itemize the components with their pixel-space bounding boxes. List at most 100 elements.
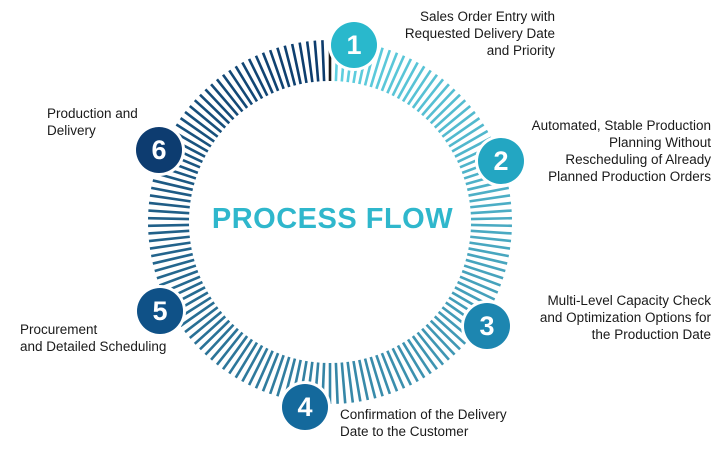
ring-tick bbox=[441, 110, 476, 138]
ring-tick bbox=[268, 49, 285, 90]
ring-tick bbox=[276, 47, 291, 88]
ring-tick bbox=[406, 69, 432, 106]
step-2-label: Automated, Stable Production Planning Wi… bbox=[532, 117, 711, 185]
ring-tick bbox=[193, 315, 227, 345]
ring-tick bbox=[375, 49, 392, 90]
ring-tick bbox=[468, 186, 510, 197]
step-2-badge: 2 bbox=[478, 138, 524, 184]
ring-tick bbox=[466, 252, 508, 265]
step-2-line-4: Planned Production Orders bbox=[548, 169, 711, 184]
ring-tick bbox=[149, 194, 191, 203]
diagram-title: PROCESS FLOW bbox=[211, 203, 454, 235]
ring-tick bbox=[416, 78, 445, 113]
ring-tick bbox=[171, 129, 209, 153]
ring-tick bbox=[184, 306, 219, 334]
ring-tick bbox=[221, 73, 249, 109]
ring-tick bbox=[261, 352, 280, 392]
ring-tick bbox=[429, 319, 461, 351]
ring-tick bbox=[148, 229, 190, 235]
ring-tick bbox=[380, 352, 399, 392]
ring-tick bbox=[433, 99, 467, 129]
step-2-line-2: Planning Without bbox=[608, 135, 711, 150]
ring-tick bbox=[470, 201, 512, 209]
step-1-badge: 1 bbox=[331, 22, 377, 68]
ring-tick bbox=[276, 356, 291, 397]
ring-tick bbox=[380, 52, 399, 92]
ring-tick bbox=[461, 269, 502, 287]
ring-tick bbox=[175, 123, 212, 148]
ring-tick bbox=[154, 258, 195, 273]
ring-tick bbox=[234, 65, 259, 103]
step-4-line-1: Confirmation of the Delivery bbox=[340, 407, 507, 422]
ring-tick bbox=[470, 235, 512, 243]
ring-tick bbox=[391, 347, 413, 386]
ring-tick bbox=[411, 335, 439, 371]
ring-tick bbox=[321, 40, 326, 82]
ring-tick bbox=[247, 347, 269, 386]
step-4-badge: 4 bbox=[282, 384, 328, 430]
ring-tick bbox=[254, 350, 274, 389]
ring-tick bbox=[470, 223, 512, 228]
ring-tick bbox=[469, 194, 511, 203]
ring-tick bbox=[451, 129, 489, 153]
ring-tick bbox=[234, 341, 259, 379]
ring-tick bbox=[454, 136, 492, 158]
ring-tick bbox=[184, 110, 219, 138]
ring-tick bbox=[386, 350, 406, 389]
step-6-badge: 6 bbox=[136, 127, 182, 173]
ring-tick bbox=[204, 88, 235, 121]
ring-tick bbox=[421, 83, 450, 117]
ring-tick bbox=[457, 280, 496, 301]
ring-tick bbox=[358, 359, 370, 401]
ring-tick bbox=[425, 88, 456, 121]
ring-tick bbox=[463, 264, 504, 280]
step-4-line-2: Date to the Customer bbox=[340, 424, 469, 439]
step-5-badge: 5 bbox=[137, 288, 183, 334]
step-1-line-1: Sales Order Entry with bbox=[419, 9, 555, 24]
ring-tick bbox=[401, 341, 426, 379]
ring-tick bbox=[150, 247, 192, 258]
ring-tick bbox=[468, 247, 510, 258]
ring-tick bbox=[268, 354, 285, 395]
ring-tick bbox=[215, 331, 244, 366]
ring-tick bbox=[215, 78, 244, 113]
ring-tick bbox=[204, 323, 235, 356]
ring-tick bbox=[433, 315, 467, 345]
ring-tick bbox=[148, 216, 190, 221]
step-1-line-2: Requested Delivery Date bbox=[404, 26, 555, 41]
ring-tick bbox=[369, 47, 384, 88]
ring-tick bbox=[386, 55, 406, 94]
ring-tick bbox=[148, 223, 190, 228]
ring-tick bbox=[254, 55, 274, 94]
step-2-line-1: Automated, Stable Production bbox=[531, 118, 711, 133]
ring-tick bbox=[340, 362, 347, 404]
ring-tick bbox=[313, 40, 320, 82]
ring-tick bbox=[199, 319, 231, 351]
ring-tick bbox=[156, 264, 197, 280]
ring-tick bbox=[421, 327, 450, 361]
step-3-line-2: and Optimization Options for bbox=[539, 310, 711, 325]
ring-tick bbox=[470, 209, 512, 215]
ring-tick bbox=[470, 229, 512, 235]
ring-tick bbox=[199, 93, 231, 125]
step-6-line-2: Delivery bbox=[47, 123, 96, 138]
ring-tick bbox=[241, 61, 264, 100]
ring-tick bbox=[401, 65, 426, 103]
ring-tick bbox=[210, 327, 239, 361]
ring-tick bbox=[188, 104, 223, 134]
step-3-line-1: Multi-Level Capacity Check bbox=[547, 293, 711, 308]
ring-tick bbox=[148, 235, 190, 243]
ring-tick bbox=[247, 58, 269, 97]
ring-tick bbox=[448, 123, 485, 148]
ring-tick bbox=[396, 344, 419, 383]
ring-tick bbox=[425, 323, 456, 356]
ring-tick bbox=[465, 258, 506, 273]
ring-tick bbox=[154, 171, 195, 186]
ring-tick bbox=[375, 354, 392, 395]
ring-tick bbox=[241, 344, 264, 383]
step-6-label: Production and Delivery bbox=[47, 105, 138, 139]
ring-tick bbox=[437, 104, 472, 134]
ring-tick bbox=[369, 356, 384, 397]
ring-tick bbox=[152, 252, 194, 265]
